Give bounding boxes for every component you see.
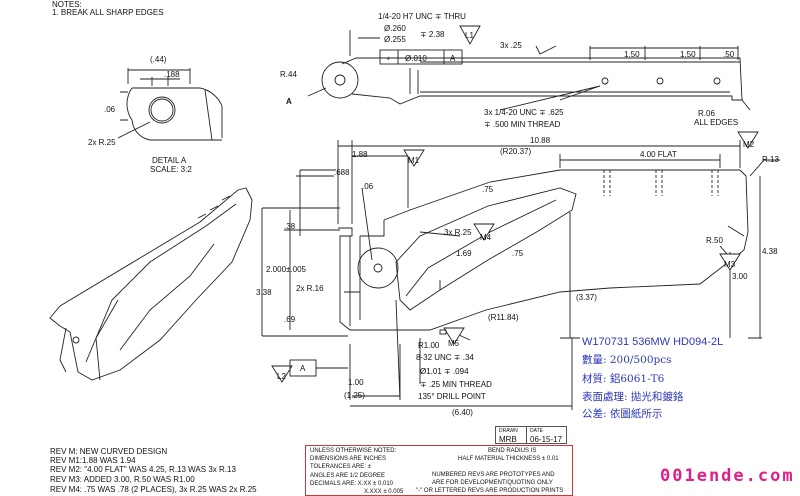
dim-438: 4.38 bbox=[762, 247, 778, 256]
tb-unless: UNLESS OTHERWISE NOTED: bbox=[310, 448, 397, 454]
dim-150-a: 1.50 bbox=[624, 50, 640, 59]
dim-r100: R1.00 bbox=[418, 341, 440, 350]
dim-75-b: .75 bbox=[512, 249, 524, 258]
dim-050: .50 bbox=[723, 50, 735, 59]
notes-header: NOTES: bbox=[52, 0, 82, 9]
drawn-by: MRB bbox=[499, 435, 517, 444]
fcf-tolerance: Ø.010 bbox=[405, 54, 427, 63]
tb-development: ARE FOR DEVELOPMENT/QUOTING ONLY bbox=[432, 480, 553, 486]
notes-line-1: 1. BREAK ALL SHARP EDGES bbox=[52, 8, 164, 17]
dim-169: 1.69 bbox=[456, 249, 472, 258]
rev-m3: REV M3: ADDED 3.00, R.50 WAS R1.00 bbox=[50, 475, 195, 484]
min-thread: ∓ .25 MIN THREAD bbox=[420, 380, 492, 389]
dim-r13: R.13 bbox=[762, 155, 779, 164]
dim-75-a: .75 bbox=[482, 185, 494, 194]
dim-r06: R.06 bbox=[698, 109, 715, 118]
dim-r50: R.50 bbox=[706, 236, 723, 245]
part-finish: 表面處理: 拋光和鍍鉻 bbox=[582, 391, 684, 403]
datum-a: A bbox=[300, 364, 306, 373]
date-label: DATE bbox=[530, 428, 543, 434]
part-tolerance: 公差: 依圖紙所示 bbox=[582, 408, 663, 420]
drawn-box: DRAWN DATE MRB 06-15-17 bbox=[495, 426, 567, 444]
tb-bend-half: HALF MATERIAL THICKNESS ± 0.01 bbox=[458, 456, 559, 462]
part-quantity: 數量: 200/500pcs bbox=[582, 354, 672, 366]
dim-688: .688 bbox=[334, 168, 350, 177]
title-block: UNLESS OTHERWISE NOTED: DIMENSIONS ARE I… bbox=[305, 445, 573, 496]
tb-decimals-3: X.XXX ± 0.005 bbox=[364, 489, 404, 495]
rev-m2: REV M2: "4.00 FLAT" WAS 4.25, R.13 WAS 3… bbox=[50, 465, 236, 474]
tap-832: 8-32 UNC ∓ .34 bbox=[416, 353, 474, 362]
dim-3x-25: 3x .25 bbox=[500, 41, 522, 50]
flag-m5: M5 bbox=[448, 339, 460, 348]
dim-150-b: 1.50 bbox=[680, 50, 696, 59]
flag-l2: L2 bbox=[277, 372, 286, 381]
dim-r2037: (R20.37) bbox=[500, 147, 532, 156]
dia-260: Ø.260 bbox=[384, 24, 406, 33]
dim-337: (3.37) bbox=[576, 293, 597, 302]
part-number: W170731 536MW HD094-2L bbox=[582, 336, 724, 348]
drawn-date: 06-15-17 bbox=[530, 435, 563, 444]
fcf-datum: A bbox=[450, 54, 456, 63]
dim-1088: 10.88 bbox=[530, 136, 551, 145]
rev-m1: REV M1:1.88 WAS 1.94 bbox=[50, 456, 136, 465]
tb-bend: BEND RADIUS IS bbox=[488, 448, 537, 454]
dim-300: 3.00 bbox=[732, 272, 748, 281]
dim-06: .06 bbox=[104, 105, 116, 114]
dim-100: 1.00 bbox=[348, 378, 364, 387]
revision-flags bbox=[271, 25, 759, 383]
dia-255: Ø.255 bbox=[384, 35, 406, 44]
detail-a-view bbox=[117, 68, 223, 141]
dim-338: 3.38 bbox=[256, 288, 272, 297]
dim-2x-r25: 2x R.25 bbox=[88, 138, 116, 147]
holes-min-thread: ∓ .500 MIN THREAD bbox=[484, 120, 561, 129]
tb-decimals: DECIMALS ARE: X.XX ± 0.010 bbox=[310, 481, 393, 487]
depth-238: ∓ 2.38 bbox=[420, 30, 445, 39]
part-material: 材質: 鋁6061-T6 bbox=[582, 373, 665, 385]
drawn-label: DRAWN bbox=[499, 428, 518, 434]
dim-125: (1.25) bbox=[344, 391, 365, 400]
view-label-a: A bbox=[286, 97, 292, 106]
rev-m: REV M: NEW CURVED DESIGN bbox=[50, 447, 168, 456]
detail-a-scale: SCALE: 3:2 bbox=[150, 165, 192, 174]
dim-188: .188 bbox=[164, 70, 180, 79]
dim-4-flat: 4.00 FLAT bbox=[640, 150, 677, 159]
isometric-view bbox=[49, 187, 253, 381]
flag-m1: M1 bbox=[408, 156, 420, 165]
top-view bbox=[307, 30, 751, 111]
dim-044: (.44) bbox=[150, 55, 167, 64]
watermark-text: 001ende.com bbox=[660, 466, 795, 486]
flag-m2: M2 bbox=[743, 140, 755, 149]
dim-3x-r25: 3x R.25 bbox=[444, 228, 472, 237]
flag-m4: M4 bbox=[480, 233, 492, 242]
position-symbol: ⌖ bbox=[386, 54, 391, 63]
tb-inches: DIMENSIONS ARE INCHES bbox=[310, 456, 387, 462]
dim-r1184: (R11.84) bbox=[488, 313, 519, 322]
detail-a-label: DETAIL A bbox=[152, 156, 187, 165]
flag-l1: L1 bbox=[465, 31, 474, 40]
tb-production: "-" OR LETTERED REVS ARE PRODUCTION PRIN… bbox=[416, 488, 564, 494]
tb-angles: ANGLES ARE 1/2 DEGREE bbox=[310, 473, 386, 479]
rev-m4: REV M4: .75 WAS .78 (2 PLACES), 3x R.25 … bbox=[50, 485, 257, 494]
tb-tolerances: TOLERANCES ARE: ± bbox=[310, 464, 371, 470]
dia-101: Ø1.01 ∓ .094 bbox=[420, 367, 469, 376]
dim-2x-r16: 2x R.16 bbox=[296, 284, 324, 293]
front-view bbox=[261, 140, 780, 410]
drill-point: 135° DRILL POINT bbox=[418, 392, 486, 401]
dim-188: 1.88 bbox=[352, 150, 368, 159]
dim-06-front: .06 bbox=[362, 182, 374, 191]
holes-callout: 3x 1/4-20 UNC ∓ .625 bbox=[484, 108, 564, 117]
flag-m3: M3 bbox=[724, 260, 736, 269]
tb-numbered: NUMBERED REVS ARE PROTOTYPES AND bbox=[432, 472, 555, 478]
dim-69: .69 bbox=[284, 315, 296, 324]
all-edges: ALL EDGES bbox=[694, 118, 739, 127]
dim-640: (6.40) bbox=[452, 408, 473, 417]
dim-r44: R.44 bbox=[280, 70, 297, 79]
dim-38: .38 bbox=[284, 222, 296, 231]
dim-2000: 2.000±.005 bbox=[266, 265, 306, 274]
thread-callout: 1/4-20 H7 UNC ∓ THRU bbox=[378, 12, 466, 21]
